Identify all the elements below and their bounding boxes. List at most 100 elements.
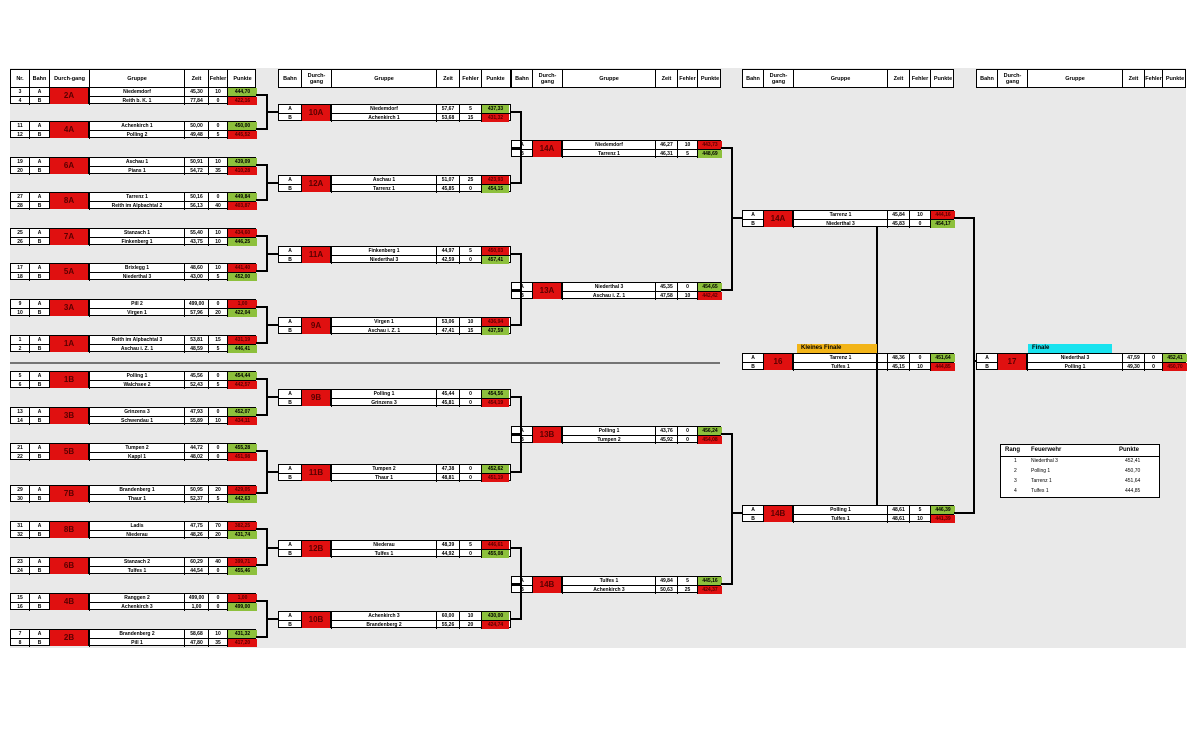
errors: 0 [208,122,227,130]
ranking-header-row: Rang Feuerwehr Punkte [1001,445,1159,457]
team-name: Niederau [331,541,436,549]
team-name: Finkenberg 1 [331,247,436,255]
errors: 5 [208,131,227,139]
time: 44,97 [436,247,459,255]
errors: 35 [208,167,227,175]
lane: A [29,558,49,566]
time: 50,63 [655,586,677,594]
header-cell: Gruppe [793,70,887,87]
team-name: Polling 2 [89,131,184,139]
time: 52,37 [184,495,208,503]
time: 45,15 [887,363,909,371]
points: 454,19 [481,399,509,407]
lane: B [520,151,524,157]
lane: A [288,319,292,325]
points: 1,00 [227,300,257,308]
header-cell: Fehler [909,70,930,87]
header-cell: Punkte [697,70,722,87]
lane: B [751,364,755,370]
small-final-label: Kleines Finale [797,344,877,353]
team-number: 21 [17,445,23,451]
time: 60,00 [436,612,459,620]
ranking-points: 450,70 [1125,468,1141,474]
team-name: Aschau 1 [89,158,184,166]
heat-badge: 14B [532,577,562,593]
lane: A [29,630,49,638]
errors: 15 [459,327,481,335]
points: 439,09 [227,158,257,166]
errors: 10 [208,238,227,246]
errors: 0 [459,550,481,558]
time: 48,61 [887,515,909,523]
lane: B [288,186,292,192]
errors: 5 [677,577,697,585]
heat-badge: 1A [49,336,89,352]
team-name: Tarrenz 1 [793,354,887,362]
points: 444,16 [930,211,955,219]
points: 450,03 [481,247,509,255]
lane: B [288,328,292,334]
header-cell: Durch-gang [49,70,89,87]
time: 47,41 [436,327,459,335]
ranking-header-punkte: Punkte [1119,447,1140,453]
heat-badge: 1B [49,372,89,388]
team-number: 31 [17,523,23,529]
points: 499,00 [227,603,257,611]
team-number: 4 [18,98,22,104]
lane: A [29,486,49,494]
lane: A [288,542,292,548]
points: 431,32 [227,630,257,638]
errors: 0 [208,372,227,380]
lane: A [29,372,49,380]
points: 417,20 [227,639,257,647]
ranking-rank: 3 [1014,478,1017,484]
time: 53,06 [436,318,459,326]
lane: A [29,229,49,237]
team-name: Niedemdorf [331,105,436,113]
time: 50,95 [184,486,208,494]
time: 45,85 [436,185,459,193]
time: 45,30 [184,88,208,96]
header-cell: Zeit [887,70,909,87]
ranking-row: 4 Tulfes 1 444,85 [1001,486,1159,496]
heat-badge: 5A [49,264,89,280]
points: 454,56 [481,390,509,398]
points: 446,25 [227,238,257,246]
time: 45,83 [887,220,909,228]
heat-badge: 13B [532,427,562,443]
heat-badge: 13A [532,283,562,299]
errors: 20 [208,309,227,317]
time: 44,72 [184,444,208,452]
errors: 10 [208,630,227,638]
team-name: Niederthal 3 [331,256,436,264]
team-number: 14 [17,418,23,424]
points: 437,33 [481,105,509,113]
team-number: 13 [17,409,23,415]
ranking-points: 452,41 [1125,458,1141,464]
time: 47,58 [655,292,677,300]
errors: 0 [459,185,481,193]
heat-badge: 8B [49,522,89,538]
heat-badge: 10A [301,105,331,121]
points: 446,39 [930,506,955,514]
errors: 0 [1144,354,1162,362]
